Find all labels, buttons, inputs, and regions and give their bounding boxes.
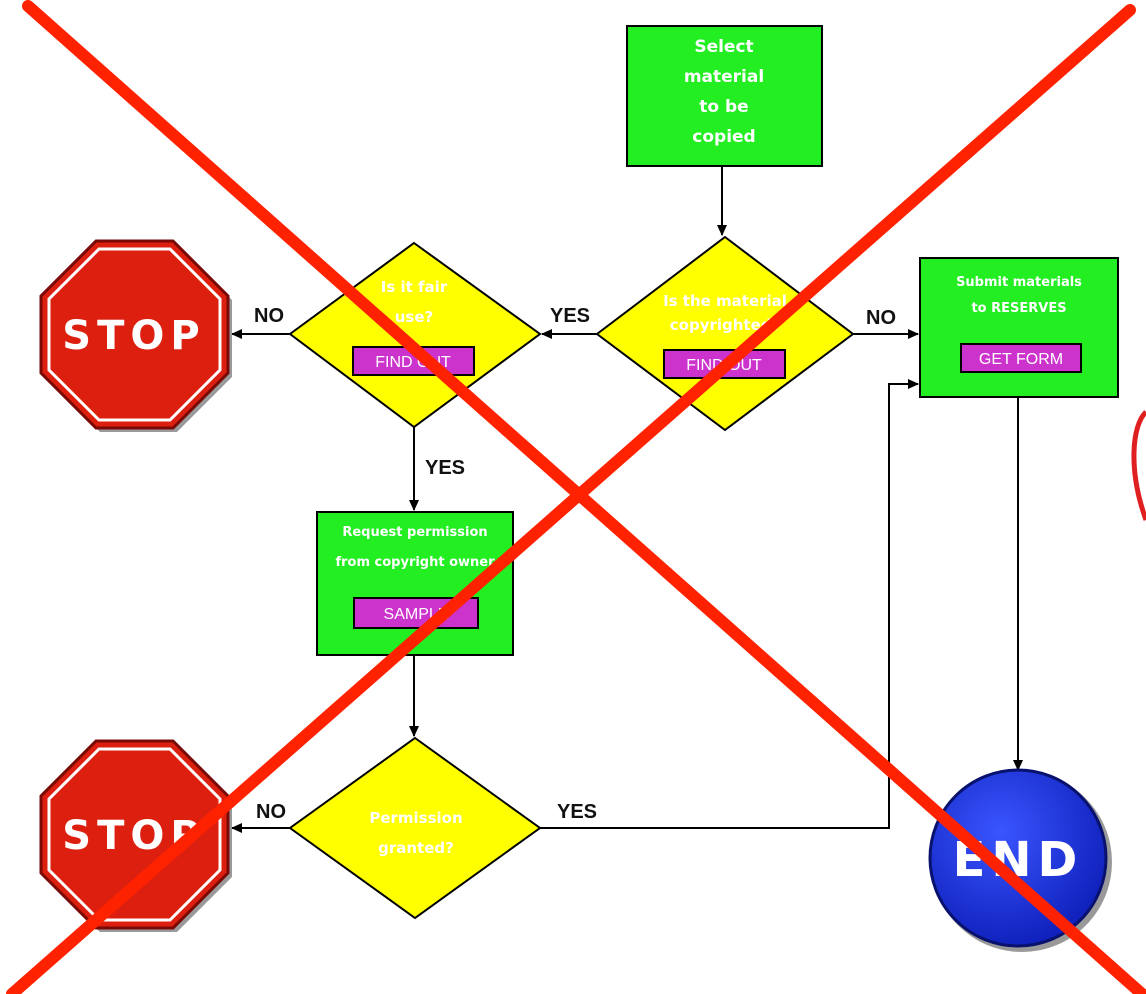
- reserves-line-1: Submit materials: [956, 275, 1082, 290]
- copyrighted-line-2: copyrighted?: [670, 316, 780, 334]
- fair-use-line-2: use?: [395, 308, 433, 326]
- granted-line-2: granted?: [378, 839, 454, 857]
- cross-out-x-icon: [6, 0, 1146, 994]
- select-line-2: material: [684, 67, 764, 87]
- get-form-button[interactable]: GET FORM: [960, 343, 1082, 373]
- stop-top-label: STOP: [62, 313, 205, 359]
- get-form-label: GET FORM: [979, 351, 1063, 368]
- copyrighted-decision-diamond: Is the material copyrighted? FIND OUT: [595, 235, 855, 432]
- granted-line-1: Permission: [369, 809, 462, 827]
- permission-granted-diamond: Permission granted?: [288, 736, 542, 920]
- arrow-granted-to-reserves: [540, 379, 919, 829]
- select-material-box: Select material to be copied: [626, 25, 823, 167]
- edge-label-granted-no: NO: [256, 801, 286, 823]
- select-line-1: Select: [694, 37, 753, 57]
- fair-use-line-1: Is it fair: [381, 278, 448, 296]
- stop-sign-bottom: STOP: [39, 739, 232, 932]
- reserves-line-2: to RESERVES: [971, 301, 1066, 316]
- end-circle: END: [928, 768, 1112, 952]
- request-line-2: from copyright owner: [335, 555, 495, 570]
- select-line-4: copied: [692, 127, 755, 147]
- edge-label-fairuse-no: NO: [254, 305, 284, 327]
- copyrighted-line-1: Is the material: [663, 292, 787, 310]
- edge-label-copyrighted-no: NO: [866, 307, 896, 329]
- edge-label-fairuse-yes: YES: [425, 457, 465, 479]
- request-line-1: Request permission: [342, 525, 487, 540]
- edge-label-granted-yes: YES: [557, 801, 597, 823]
- partial-red-shape: [1131, 410, 1146, 521]
- submit-reserves-box: Submit materials to RESERVES GET FORM: [919, 257, 1119, 398]
- select-line-3: to be: [699, 97, 748, 117]
- edge-label-copyrighted-yes: YES: [550, 305, 590, 327]
- connectors: [231, 166, 1023, 833]
- stop-sign-top: STOP: [39, 239, 232, 432]
